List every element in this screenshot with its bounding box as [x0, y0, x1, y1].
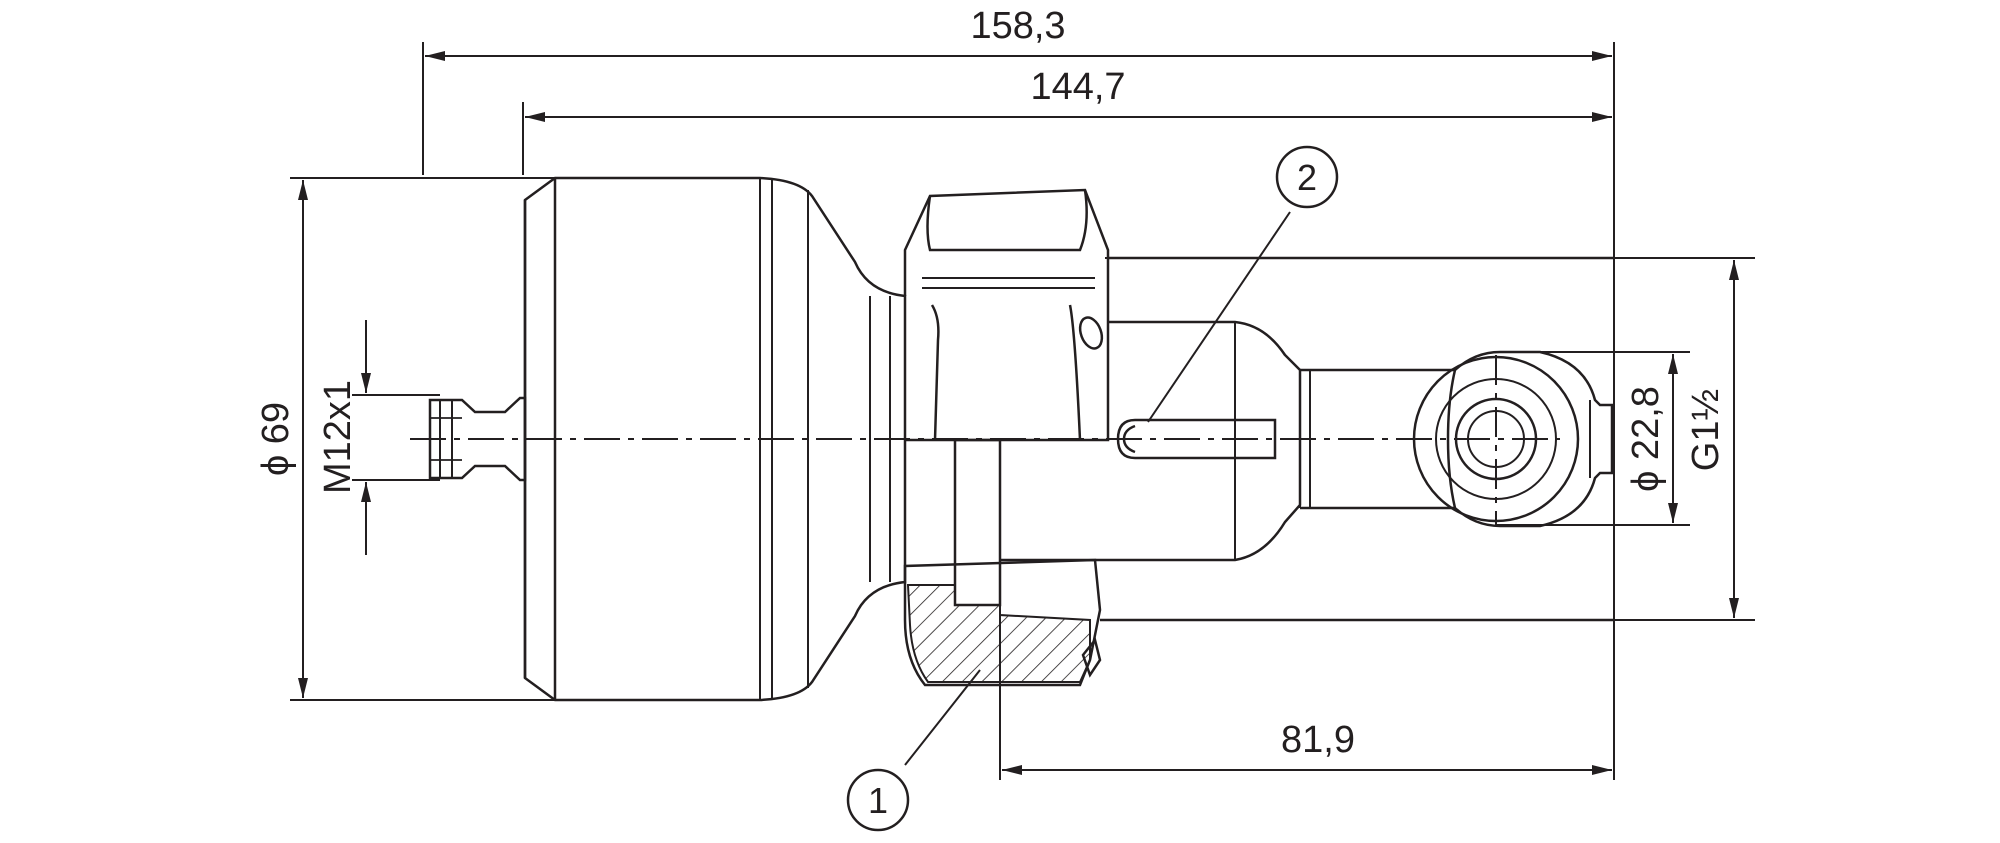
collar-outline: [903, 558, 1102, 687]
callout-1-leader: [904, 669, 981, 766]
set-screw-hole: [1078, 316, 1104, 350]
callout-2-circle: [1275, 145, 1339, 209]
dimension-label-g1-1-2: G1½: [1685, 389, 1727, 471]
clamp-nut-top-face: [926, 189, 1088, 252]
probe-tip: [1412, 350, 1614, 528]
probe-shaft: [1300, 368, 1457, 510]
probe-slot-inner: [1122, 424, 1136, 454]
callout-2: 2: [1147, 145, 1339, 423]
clamp-collar-section: [903, 438, 1614, 687]
dimension-overall-length: 158,3: [422, 5, 1615, 780]
clamp-inner-sleeve: [953, 438, 1002, 607]
dimension-connector-thread: M12x1: [317, 320, 440, 555]
dimension-probe-length: 81,9: [999, 600, 1612, 780]
probe-tip-outline: [1454, 350, 1614, 528]
dimension-label-diameter-69: ϕ 69: [255, 402, 297, 476]
callout-2-leader: [1147, 211, 1291, 423]
collar-seal: [1081, 637, 1102, 678]
callout-1: 1: [846, 669, 981, 832]
dimension-body-length: 144,7: [522, 66, 1612, 175]
probe: [1000, 320, 1457, 562]
dimension-label-81-9: 81,9: [1281, 719, 1355, 761]
callout-1-label: 1: [868, 780, 888, 821]
neck: [869, 296, 891, 582]
dimension-label-diameter-22-8: ϕ 22,8: [1625, 386, 1667, 492]
clamp-nut-edge: [930, 304, 940, 441]
clamp-nut: [903, 188, 1614, 442]
probe-slot: [1116, 418, 1277, 460]
clamp-nut-edge: [1068, 304, 1082, 441]
dimension-label-144-7: 144,7: [1030, 66, 1125, 108]
dimension-label-m12x1: M12x1: [317, 380, 359, 494]
dimension-label-158-3: 158,3: [970, 5, 1065, 47]
callout-2-label: 2: [1297, 157, 1317, 198]
callout-1-circle: [846, 768, 910, 832]
